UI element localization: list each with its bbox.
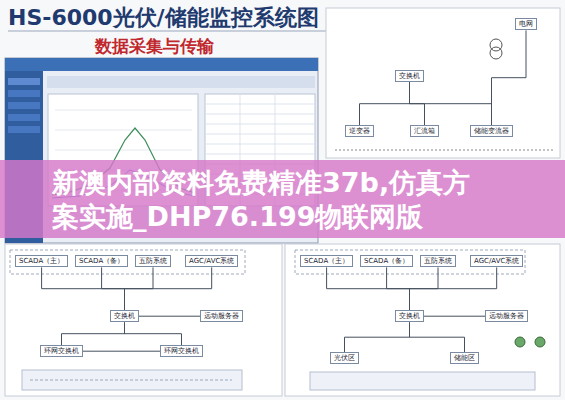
device-box: 汇流箱 [410, 125, 439, 137]
watermark-banner: 新澳内部资料免费精准37b,仿真方案实施_DHP76.199物联网版 [52, 166, 492, 234]
device-label: 储能区 [454, 354, 475, 362]
device-box: 五防系统 [135, 255, 171, 267]
device-label: 远动服务器 [204, 312, 239, 320]
section-heading: 数据采集与传输 [95, 35, 214, 58]
watermark-band: 新澳内部资料免费精准37b,仿真方案实施_DHP76.199物联网版 [0, 160, 565, 238]
network-link [125, 267, 212, 310]
device-label: 环网交换机 [164, 347, 199, 355]
device-label: SCADA（主） [19, 257, 64, 265]
device-label: 环网交换机 [44, 347, 79, 355]
network-link [83, 351, 160, 352]
device-label: 储能变流器 [474, 127, 509, 135]
device-label: AGC/AVC系统 [474, 257, 519, 265]
device-label: 汇流箱 [414, 127, 435, 135]
device-box: 五防系统 [420, 255, 456, 267]
title-rule [8, 31, 330, 32]
device-label: 五防系统 [424, 257, 452, 265]
device-box: 储能区 [450, 352, 479, 364]
network-link [345, 322, 410, 352]
device-label: 交换机 [399, 72, 420, 80]
device-box: SCADA（主） [15, 255, 68, 267]
device-box: 环网交换机 [40, 345, 83, 357]
network-link [102, 267, 125, 310]
device-box: AGC/AVC系统 [185, 255, 238, 267]
device-label: SCADA（备） [364, 257, 409, 265]
device-box: 储能变流器 [470, 125, 513, 137]
network-link [360, 82, 410, 125]
network-link [139, 316, 200, 317]
page-title: HS-6000光伏/储能监控系统图 [8, 3, 319, 33]
network-link [492, 30, 527, 125]
device-box: SCADA（备） [75, 255, 128, 267]
network-diagram [326, 8, 560, 158]
device-box: 光伏区 [330, 352, 359, 364]
device-label: 电网 [519, 20, 533, 28]
device-label: 远动服务器 [489, 312, 524, 320]
device-box: 环网交换机 [160, 345, 203, 357]
device-label: 五防系统 [139, 257, 167, 265]
device-label: SCADA（备） [79, 257, 124, 265]
network-link [410, 267, 497, 310]
device-label: 逆变器 [349, 127, 370, 135]
device-box: SCADA（备） [360, 255, 413, 267]
device-label: 光伏区 [334, 354, 355, 362]
device-label: AGC/AVC系统 [189, 257, 234, 265]
device-box: 逆变器 [345, 125, 374, 137]
device-label: 交换机 [399, 312, 420, 320]
device-box: 交换机 [395, 310, 424, 322]
network-diagram [5, 244, 282, 396]
device-box: 电网 [515, 18, 537, 30]
device-label: SCADA（主） [304, 257, 349, 265]
network-link [327, 267, 410, 310]
device-box: 交换机 [110, 310, 139, 322]
network-link [424, 316, 485, 317]
device-box: SCADA（主） [300, 255, 353, 267]
device-box: AGC/AVC系统 [470, 255, 523, 267]
network-diagram [285, 244, 560, 396]
network-link [387, 267, 410, 310]
device-box: 远动服务器 [200, 310, 243, 322]
device-label: 交换机 [114, 312, 135, 320]
network-link [125, 322, 182, 345]
network-link [410, 322, 465, 352]
device-box: 远动服务器 [485, 310, 528, 322]
network-link [410, 82, 492, 125]
device-box: 交换机 [395, 70, 424, 82]
network-link [42, 267, 125, 310]
network-link [62, 322, 125, 345]
